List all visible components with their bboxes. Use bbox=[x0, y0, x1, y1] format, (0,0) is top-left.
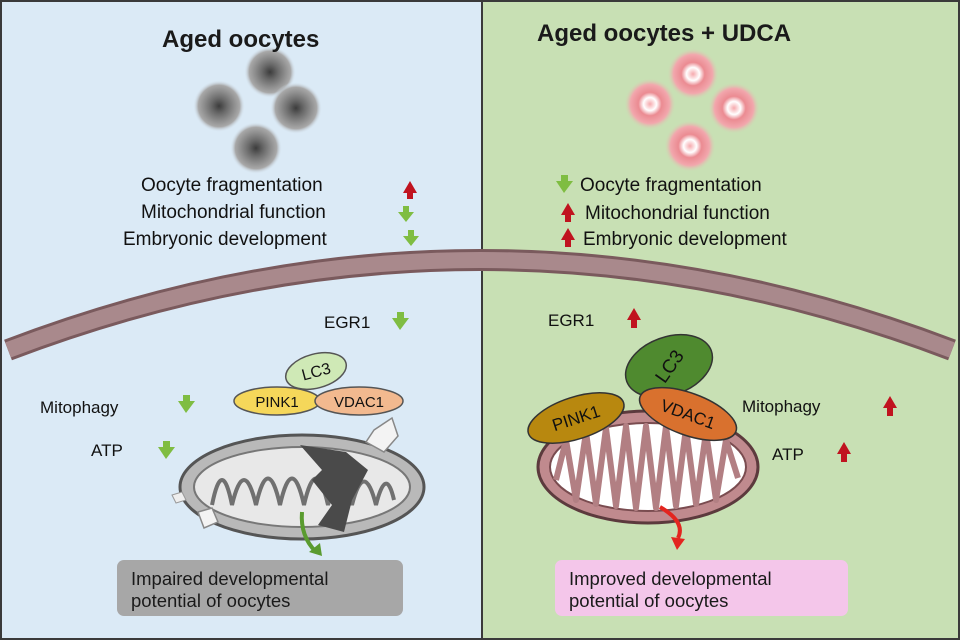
pink1-protein bbox=[527, 391, 625, 445]
fact-mitochondrial-function: Mitochondrial function bbox=[585, 203, 770, 224]
up-arrow-icon bbox=[883, 396, 897, 416]
vdac1-protein bbox=[638, 386, 738, 442]
down-arrow-icon bbox=[398, 206, 414, 222]
down-arrow-icon bbox=[556, 175, 573, 193]
up-arrow-icon bbox=[561, 228, 575, 247]
aged-oocyte bbox=[270, 82, 322, 134]
down-arrow-icon bbox=[178, 395, 195, 413]
fact-fragmentation: Oocyte fragmentation bbox=[580, 175, 762, 196]
mitophagy-label: Mitophagy bbox=[742, 397, 821, 416]
up-arrow-icon bbox=[837, 442, 851, 462]
treated-oocyte bbox=[667, 48, 719, 100]
down-arrow-icon bbox=[158, 441, 175, 459]
treated-oocyte bbox=[624, 78, 676, 130]
outcome-arrow-right bbox=[658, 505, 682, 539]
right-panel-title: Aged oocytes + UDCA bbox=[537, 20, 792, 47]
outcome-arrowhead-left bbox=[309, 543, 322, 556]
up-arrow-icon bbox=[403, 181, 417, 199]
up-arrow-icon bbox=[627, 308, 641, 328]
egr1-label: EGR1 bbox=[548, 311, 595, 330]
outcome-arrowhead-right bbox=[671, 537, 685, 550]
vdac1-label: VDAC1 bbox=[334, 394, 384, 411]
aged-oocyte bbox=[244, 46, 296, 98]
down-arrow-icon bbox=[392, 312, 409, 330]
down-arrow-icon bbox=[403, 230, 419, 246]
outcome-box-improved: Improved developmental potential of oocy… bbox=[555, 560, 848, 616]
treated-oocyte bbox=[664, 120, 716, 172]
atp-label: ATP bbox=[772, 445, 804, 464]
outcome-box-impaired: Impaired developmental potential of oocy… bbox=[117, 560, 403, 616]
treated-oocyte bbox=[708, 82, 760, 134]
lc3-protein bbox=[284, 351, 348, 391]
cell-membrane-fill bbox=[5, 252, 955, 358]
healthy-mitochondrion-icon bbox=[536, 409, 760, 525]
fact-mitochondrial-function: Mitochondrial function bbox=[141, 202, 326, 223]
fact-fragmentation: Oocyte fragmentation bbox=[141, 175, 323, 196]
pink1-label: PINK1 bbox=[255, 394, 298, 411]
aged-oocyte bbox=[193, 80, 245, 132]
damaged-mitochondrion-icon bbox=[171, 416, 426, 541]
left-panel-title: Aged oocytes bbox=[162, 26, 320, 53]
fact-embryonic-development: Embryonic development bbox=[583, 229, 787, 250]
fact-embryonic-development: Embryonic development bbox=[123, 229, 327, 250]
vdac1-protein bbox=[314, 386, 404, 416]
atp-label: ATP bbox=[91, 441, 123, 460]
egr1-label: EGR1 bbox=[324, 313, 371, 332]
up-arrow-icon bbox=[561, 203, 575, 222]
aged-oocyte bbox=[230, 122, 282, 174]
mitophagy-label: Mitophagy bbox=[40, 398, 119, 417]
